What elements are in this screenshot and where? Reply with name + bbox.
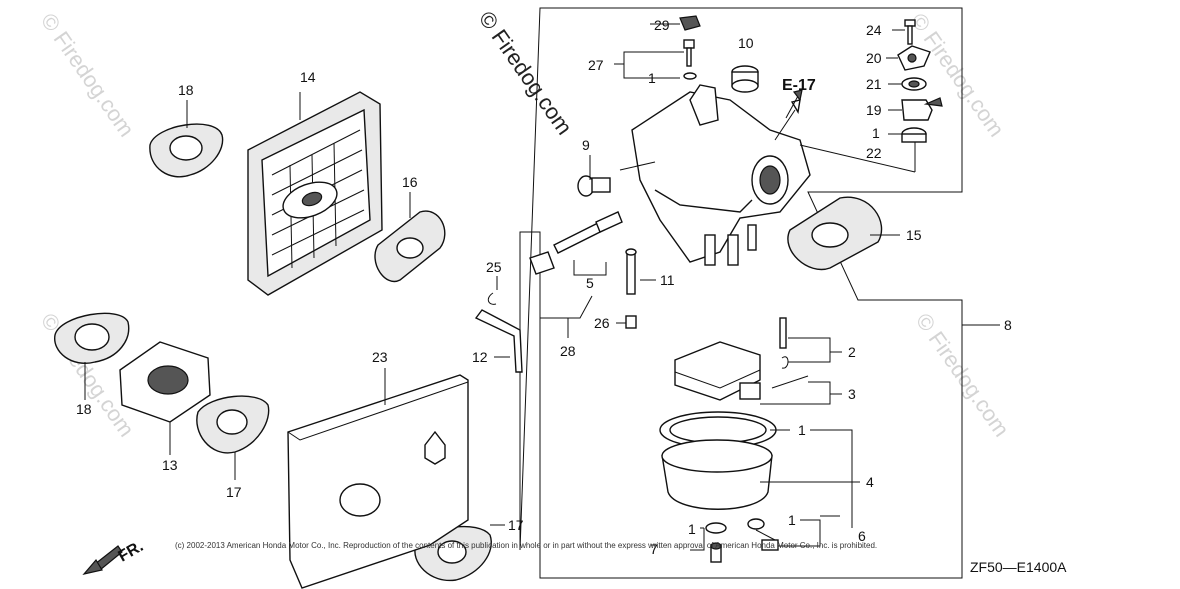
reference-label: E-17 — [782, 77, 816, 94]
part-9-screw — [577, 155, 611, 197]
callout-1: 1 — [788, 512, 796, 528]
e17-arrow — [785, 95, 799, 119]
part-13-insulator — [119, 341, 211, 455]
callout-6: 6 — [858, 528, 866, 544]
diagram-code: ZF50—E1400A — [970, 559, 1067, 575]
callout-10: 10 — [738, 35, 754, 51]
watermark: © Firedog.com — [36, 9, 139, 142]
callout-15: 15 — [906, 227, 922, 243]
callout-14: 14 — [300, 69, 316, 85]
callout-18: 18 — [178, 82, 194, 98]
callout-28: 28 — [560, 343, 576, 359]
watermark: © Firedog.com — [911, 309, 1014, 442]
e17-arrowhead — [792, 89, 803, 102]
callout-17: 17 — [508, 517, 524, 533]
callout-4: 4 — [866, 474, 874, 490]
callout-19: 19 — [866, 102, 882, 118]
callout-22: 22 — [866, 145, 882, 161]
watermark-main: © Firedog.com — [474, 7, 577, 140]
front-label: FR. — [116, 538, 147, 566]
part-17-gasket-left — [196, 395, 270, 480]
callout-1: 1 — [872, 125, 880, 141]
part-7-drain — [690, 522, 727, 563]
watermark: © Firedog.com — [906, 9, 1009, 142]
part-23-shield — [287, 368, 469, 589]
part-12-rod — [474, 309, 523, 373]
callout-13: 13 — [162, 457, 178, 473]
callout-27: 27 — [588, 57, 604, 73]
callout-2: 2 — [848, 344, 856, 360]
callout-18: 18 — [76, 401, 92, 417]
part-27-screw — [614, 39, 697, 80]
part-24-screw — [892, 19, 916, 45]
part-25-clip — [487, 276, 498, 305]
part-26-jet — [616, 315, 637, 329]
part-float — [674, 341, 761, 401]
callout-21: 21 — [866, 76, 882, 92]
part-4-float-chamber — [659, 411, 860, 528]
part-22-seal — [888, 127, 927, 143]
callout-5: 5 — [586, 275, 594, 291]
carburetor-group-outline — [519, 7, 963, 579]
part-11-jet — [625, 248, 656, 295]
part-16-gasket — [374, 192, 446, 283]
callout-8: 8 — [1004, 317, 1012, 333]
callout-3: 3 — [848, 386, 856, 402]
part-18-gasket-bottom — [54, 312, 130, 400]
callout-24: 24 — [866, 22, 882, 38]
callout-1: 1 — [688, 521, 696, 537]
callout-25: 25 — [486, 259, 502, 275]
callout-26: 26 — [594, 315, 610, 331]
part-20-plate — [886, 45, 931, 71]
part-6-screw — [747, 518, 821, 551]
callout-16: 16 — [402, 174, 418, 190]
callout-20: 20 — [866, 50, 882, 66]
part-5-needle — [553, 211, 623, 276]
part-18-gasket-top — [149, 100, 224, 178]
part-28-screw — [529, 251, 593, 338]
callout-labels: 29 27 1 10 E-17 24 20 21 19 1 22 9 15 8 … — [76, 17, 1012, 557]
callout-17: 17 — [226, 484, 242, 500]
callout-1: 1 — [648, 70, 656, 86]
front-arrow — [82, 545, 123, 575]
part-2-valve — [779, 317, 842, 369]
callout-29: 29 — [654, 17, 670, 33]
carburetor-body — [619, 84, 916, 266]
part-3-pin — [760, 375, 842, 405]
callout-7: 7 — [650, 541, 658, 557]
callout-11: 11 — [660, 272, 675, 288]
callout-23: 23 — [372, 349, 388, 365]
callout-9: 9 — [582, 137, 590, 153]
part-19-cap — [888, 97, 943, 121]
copyright-notice: (c) 2002-2013 American Honda Motor Co., … — [175, 541, 877, 550]
callout-1: 1 — [798, 422, 806, 438]
part-29-knob — [650, 15, 701, 31]
part-21-washer — [888, 77, 927, 91]
callout-12: 12 — [472, 349, 488, 365]
part-15-gasket — [787, 196, 900, 271]
part-10-plug — [731, 65, 759, 93]
part-14-plate — [247, 91, 383, 296]
